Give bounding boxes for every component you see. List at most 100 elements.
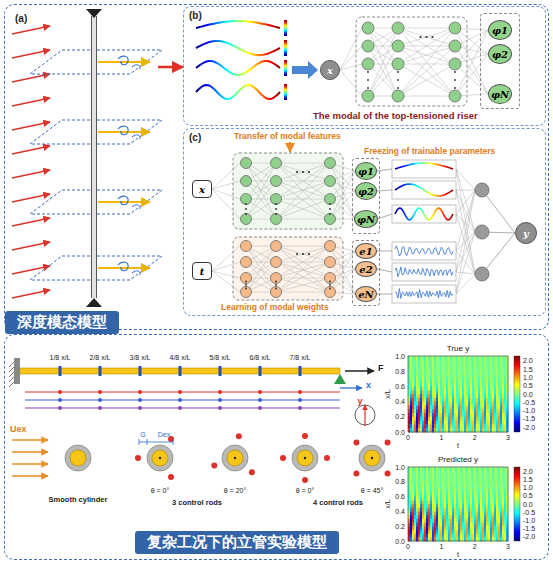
network-link	[276, 199, 330, 219]
x-axis-arrow	[340, 387, 362, 388]
bottom-support	[86, 298, 102, 307]
response-arrow	[98, 201, 150, 203]
response-arrow	[98, 61, 150, 63]
current-arrow	[12, 26, 50, 34]
ellipsis-dot	[275, 213, 277, 215]
ellipsis-dot	[245, 284, 247, 286]
ellipsis-dot	[245, 203, 247, 205]
control-rod	[168, 474, 174, 480]
ellipsis-dot	[367, 87, 369, 89]
cylinder-shell	[222, 445, 248, 471]
sensor-point	[98, 406, 102, 410]
network-link	[276, 246, 330, 278]
ellipsis-dot	[329, 288, 331, 290]
neuron	[241, 287, 252, 298]
network-link	[340, 46, 362, 70]
hatch	[9, 377, 14, 382]
neuron	[325, 241, 336, 252]
network-link	[276, 262, 330, 278]
mode-shape	[196, 61, 280, 75]
network-link	[276, 163, 330, 181]
network-link	[276, 262, 330, 292]
neuron	[241, 194, 252, 205]
mode-colorbar	[284, 40, 287, 56]
link	[456, 169, 475, 274]
link	[456, 169, 475, 190]
network-link	[276, 163, 330, 199]
neuron	[362, 40, 374, 52]
ellipsis-dot	[275, 288, 277, 290]
control-rod	[135, 455, 141, 461]
sensor-point	[178, 390, 182, 394]
cylinder-core	[364, 450, 380, 466]
network-link	[398, 28, 455, 96]
network-link	[276, 246, 330, 262]
link	[456, 190, 475, 272]
frozen-network-box	[233, 153, 343, 229]
network-link	[276, 181, 330, 219]
current-arrow	[12, 74, 50, 82]
flow-arrow	[12, 463, 48, 465]
network-link	[398, 64, 455, 65]
network-link	[398, 46, 455, 64]
hatch	[9, 372, 14, 377]
network-link	[212, 189, 240, 199]
sensor-point	[218, 390, 222, 394]
network-link	[276, 262, 330, 292]
neuron	[325, 158, 336, 169]
ellipsis-dot	[302, 171, 304, 173]
control-rod	[302, 477, 308, 483]
sensor-point	[98, 398, 102, 402]
ellipsis-dot	[275, 203, 277, 205]
ellipsis-dot	[431, 36, 433, 38]
sensor-point	[218, 398, 222, 402]
sensor-point	[218, 406, 222, 410]
ellipsis-dot	[329, 208, 331, 210]
neuron	[271, 214, 282, 225]
neuron	[325, 287, 336, 298]
diameter-dimension	[147, 442, 173, 443]
network-link	[398, 46, 455, 96]
sensor	[139, 366, 142, 376]
tension-arrow	[345, 370, 374, 372]
flow-arrow	[12, 475, 48, 477]
link	[456, 232, 475, 272]
current-arrow	[12, 170, 50, 178]
network-link	[276, 219, 330, 220]
vortex-swirl	[132, 65, 140, 69]
neuron	[271, 158, 282, 169]
vortex-swirl	[132, 135, 140, 139]
ellipsis-dot	[367, 71, 369, 73]
ellipsis-dot	[275, 208, 277, 210]
plot-frame	[392, 263, 456, 281]
vortex-swirl	[118, 262, 128, 271]
control-rod	[324, 455, 330, 461]
sensor-point	[258, 390, 262, 394]
neuron	[449, 40, 461, 52]
cylinder-shell	[65, 445, 91, 471]
neuron	[271, 176, 282, 187]
link	[456, 190, 475, 274]
sensor-point	[58, 390, 62, 394]
network-link	[398, 64, 455, 96]
plot-frame	[392, 181, 456, 199]
link	[456, 190, 475, 294]
neuron	[325, 273, 336, 284]
ellipsis-dot	[397, 87, 399, 89]
network-link	[398, 96, 455, 97]
link	[456, 190, 475, 232]
control-rod	[211, 463, 217, 469]
network-link	[276, 246, 330, 247]
flow-arrow	[12, 439, 48, 441]
sensor	[219, 366, 222, 376]
sensor-line	[25, 392, 340, 393]
plot-frame	[392, 242, 456, 260]
network-link	[398, 28, 455, 46]
cylinder-core	[152, 450, 168, 466]
current-arrow	[12, 122, 50, 130]
ellipsis-dot	[245, 288, 247, 290]
network-box	[356, 17, 467, 106]
vortex-swirl	[118, 56, 128, 65]
sensor-point	[178, 406, 182, 410]
neuron	[271, 241, 282, 252]
